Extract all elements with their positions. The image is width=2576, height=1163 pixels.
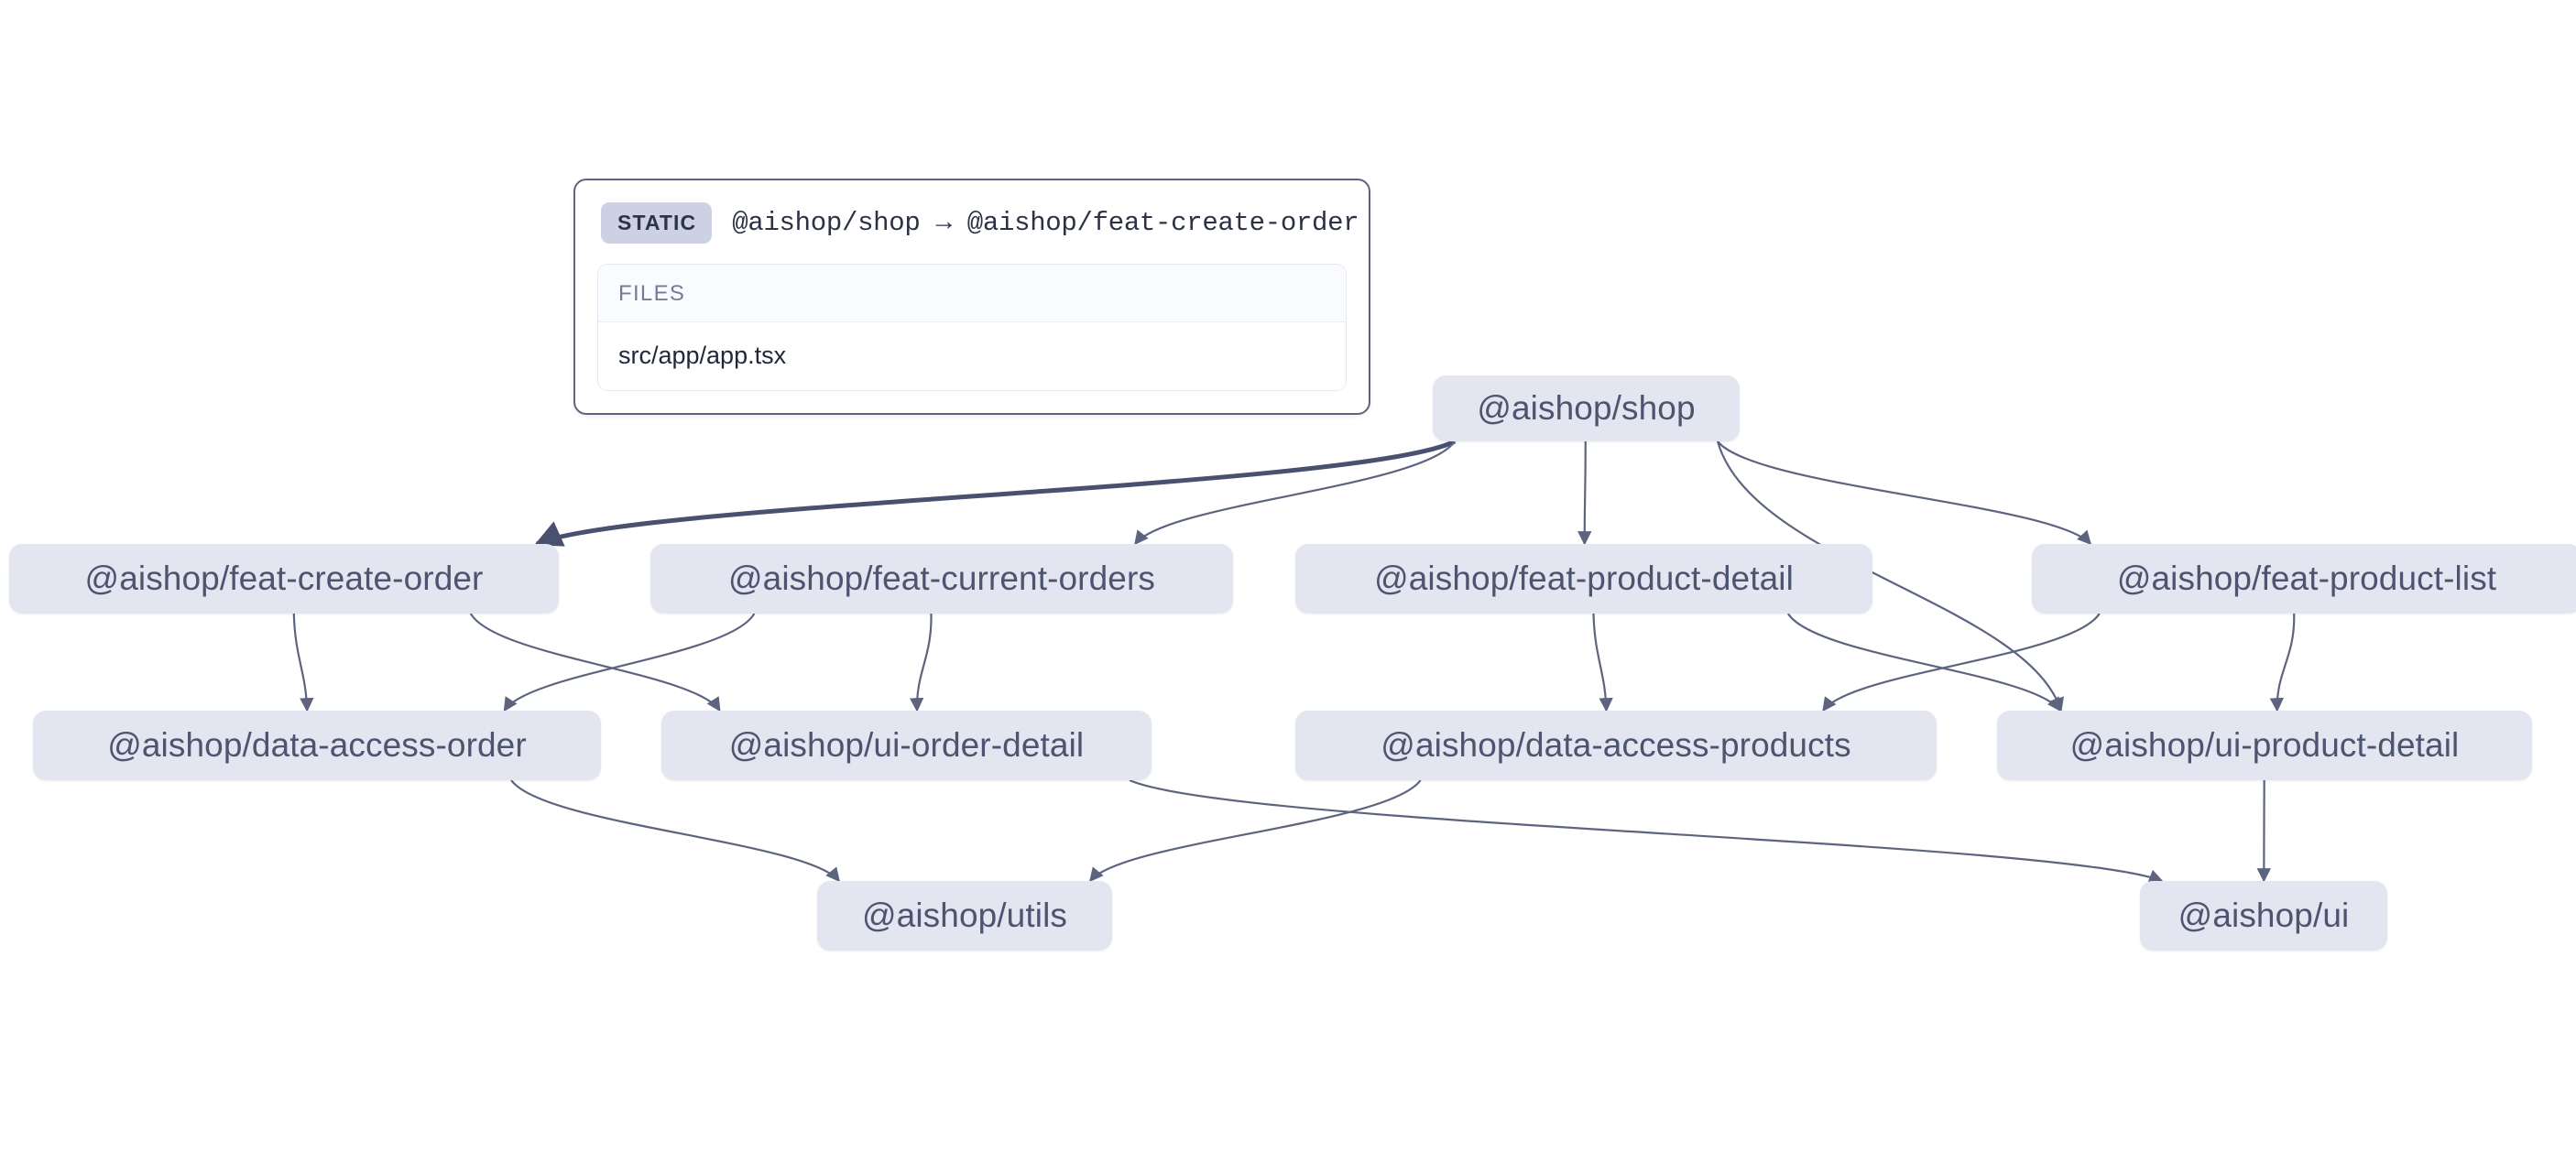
tooltip-header: STATIC @aishop/shop → @aishop/feat-creat… <box>597 201 1359 244</box>
tooltip-title: @aishop/shop → @aishop/feat-create-order <box>732 208 1359 238</box>
graph-node-ui[interactable]: @aishop/ui <box>2140 881 2387 951</box>
graph-node-feat-product-detail[interactable]: @aishop/feat-product-detail <box>1295 544 1872 614</box>
graph-node-feat-create-order[interactable]: @aishop/feat-create-order <box>9 544 559 614</box>
graph-node-ui-product-detail[interactable]: @aishop/ui-product-detail <box>1997 711 2532 780</box>
graph-node-data-access-products[interactable]: @aishop/data-access-products <box>1295 711 1937 780</box>
static-badge: STATIC <box>601 202 713 244</box>
files-list: src/app/app.tsx <box>598 322 1346 390</box>
graph-node-ui-order-detail[interactable]: @aishop/ui-order-detail <box>661 711 1152 780</box>
graph-node-data-access-order[interactable]: @aishop/data-access-order <box>33 711 601 780</box>
files-section-header: FILES <box>598 265 1346 322</box>
graph-node-feat-product-list[interactable]: @aishop/feat-product-list <box>2032 544 2576 614</box>
graph-node-utils[interactable]: @aishop/utils <box>817 881 1112 951</box>
edge-tooltip-card[interactable]: STATIC @aishop/shop → @aishop/feat-creat… <box>573 179 1370 415</box>
tooltip-files-panel: FILES src/app/app.tsx <box>597 264 1347 391</box>
graph-node-shop[interactable]: @aishop/shop <box>1433 375 1740 441</box>
graph-node-feat-current-orders[interactable]: @aishop/feat-current-orders <box>650 544 1233 614</box>
file-row[interactable]: src/app/app.tsx <box>598 322 1346 390</box>
